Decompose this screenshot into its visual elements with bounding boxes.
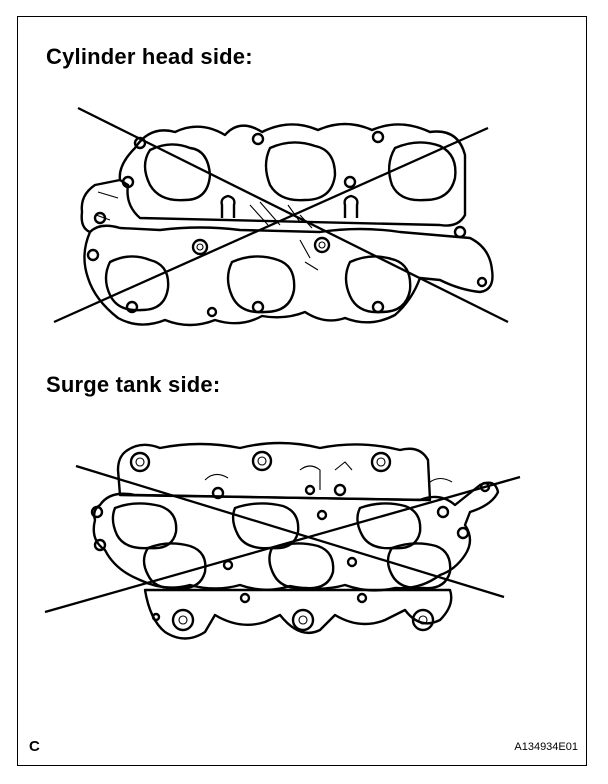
figure-frame xyxy=(17,16,587,766)
cylinder-head-side-gasket xyxy=(80,122,494,327)
crossout-line-bottom-1 xyxy=(75,464,505,599)
crossout-line-bottom-2 xyxy=(44,475,521,614)
corner-label-left: C xyxy=(29,738,40,755)
crossout-line-top-2 xyxy=(53,126,489,324)
cylinder-head-side-heading: Cylinder head side: xyxy=(46,44,253,69)
surge-tank-side-gasket xyxy=(90,441,500,640)
figure-id-label: A134934E01 xyxy=(514,741,578,753)
surge-tank-side-heading: Surge tank side: xyxy=(46,372,221,397)
